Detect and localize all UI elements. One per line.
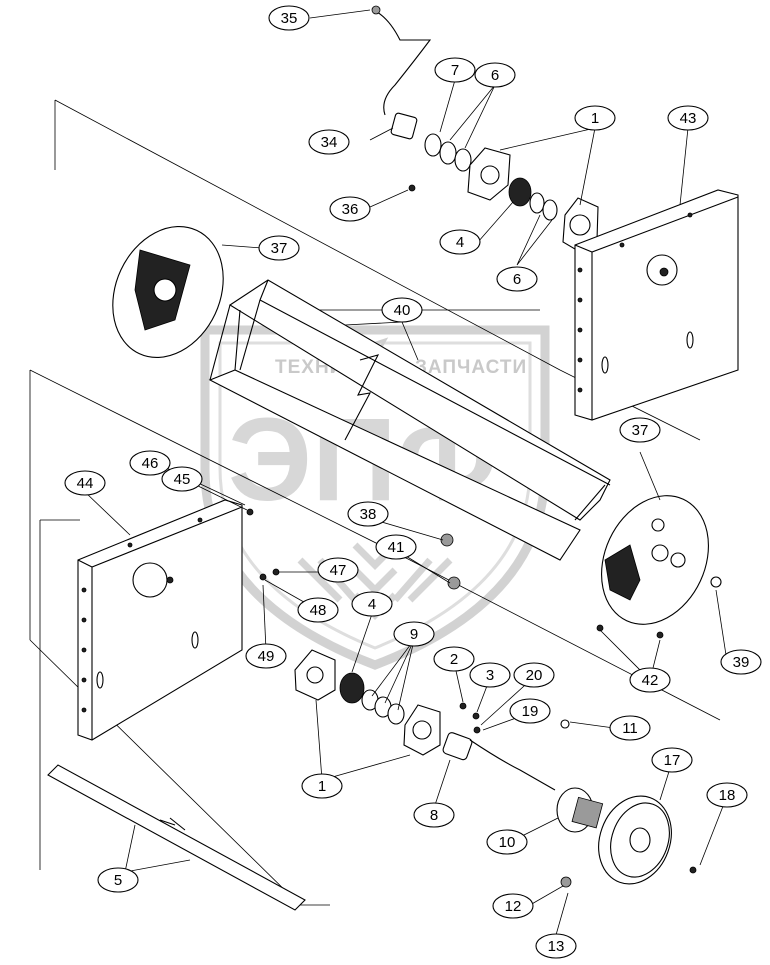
callout-label: 13 [548, 938, 565, 955]
callout-label: 1 [318, 778, 326, 795]
callout-5: 5 [97, 867, 139, 893]
lube-line [376, 11, 432, 116]
callout-38: 38 [347, 501, 389, 527]
lower-bearing-assembly [294, 649, 570, 791]
callout-19: 19 [509, 698, 551, 724]
callout-49: 49 [245, 643, 287, 669]
callout-39: 39 [720, 649, 762, 675]
callout-label: 20 [526, 667, 543, 684]
callout-4: 4 [351, 591, 393, 617]
callout-7: 7 [434, 57, 476, 83]
disc-37-right [601, 495, 709, 625]
side-housing-43 [574, 189, 739, 421]
callout-label: 42 [642, 672, 659, 689]
callout-12: 12 [492, 893, 534, 919]
small-hardware [246, 508, 722, 639]
callout-label: 47 [330, 562, 347, 579]
callout-41: 41 [375, 534, 417, 560]
washer-6a [439, 141, 457, 165]
callout-2: 2 [433, 646, 475, 672]
callout-label: 37 [632, 422, 649, 439]
callout-label: 3 [486, 667, 494, 684]
callout-label: 5 [114, 872, 122, 889]
callout-label: 34 [321, 134, 338, 151]
bearing-4a [508, 177, 532, 207]
callout-44: 44 [64, 470, 106, 496]
callout-4: 4 [439, 229, 481, 255]
callout-label: 40 [394, 302, 411, 319]
callout-label: 45 [174, 471, 191, 488]
callout-17: 17 [651, 747, 693, 773]
callout-label: 7 [451, 62, 459, 79]
callout-label: 35 [281, 10, 298, 27]
callout-3: 3 [469, 662, 511, 688]
callout-label: 4 [368, 596, 376, 613]
callout-34: 34 [308, 129, 350, 155]
callout-label: 48 [310, 602, 327, 619]
callout-label: 37 [271, 240, 288, 257]
callout-43: 43 [667, 105, 709, 131]
disc-37-left [112, 226, 224, 358]
callout-label: 8 [430, 807, 438, 824]
callout-10: 10 [486, 829, 528, 855]
leader-lines [84, 9, 728, 936]
callout-label: 2 [450, 651, 458, 668]
callout-1: 1 [301, 773, 343, 799]
callout-label: 12 [505, 898, 522, 915]
bushing-34 [390, 112, 418, 140]
callout-37: 37 [258, 235, 300, 261]
callout-6: 6 [496, 266, 538, 292]
callout-48: 48 [297, 597, 339, 623]
fitting-36 [408, 184, 416, 192]
callout-1: 1 [574, 105, 616, 131]
top-bearing-assembly [371, 5, 599, 253]
callout-46: 46 [129, 450, 171, 476]
callout-9: 9 [393, 621, 435, 647]
callout-47: 47 [317, 557, 359, 583]
washer-6b [454, 148, 472, 172]
callout-label: 1 [591, 110, 599, 127]
callout-label: 39 [733, 654, 750, 671]
callout-37: 37 [619, 417, 661, 443]
callout-label: 43 [680, 110, 697, 127]
grease-fitting-35 [371, 5, 381, 15]
callout-label: 11 [622, 720, 638, 737]
callout-label: 6 [513, 271, 521, 288]
washer-7 [424, 133, 442, 157]
callout-label: 44 [77, 475, 94, 492]
pulley-assembly [556, 787, 697, 888]
callout-45: 45 [161, 466, 203, 492]
callout-label: 17 [664, 752, 681, 769]
callout-label: 49 [258, 648, 275, 665]
callout-42: 42 [629, 667, 671, 693]
callout-11: 11 [609, 715, 651, 741]
callout-13: 13 [535, 933, 577, 959]
callout-label: 6 [491, 67, 499, 84]
callout-label: 19 [522, 703, 539, 720]
callout-label: 46 [142, 455, 159, 472]
callout-label: 41 [388, 539, 405, 556]
callout-8: 8 [413, 802, 455, 828]
shaft-5 [47, 764, 306, 911]
callout-36: 36 [329, 196, 371, 222]
callout-label: 36 [342, 201, 359, 218]
watermark-text-right: ЗАПЧАСТИ [415, 357, 527, 378]
channel-beam-40 [208, 279, 611, 561]
callout-label: 38 [360, 506, 377, 523]
callout-35: 35 [268, 5, 310, 31]
callout-6: 6 [474, 62, 516, 88]
callout-label: 9 [410, 626, 418, 643]
callout-label: 4 [456, 234, 464, 251]
callout-18: 18 [706, 782, 748, 808]
side-housing-44 [77, 499, 243, 741]
callout-20: 20 [513, 662, 555, 688]
callout-label: 18 [719, 787, 736, 804]
callout-40: 40 [381, 297, 423, 323]
callout-label: 10 [499, 834, 516, 851]
